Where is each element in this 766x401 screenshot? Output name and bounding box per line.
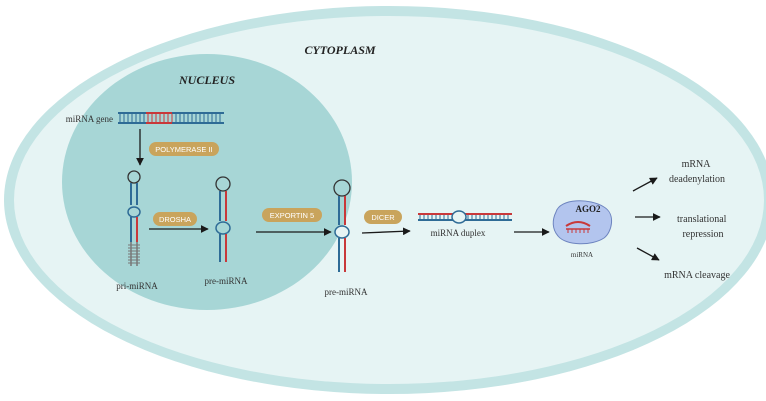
polymerase-ii-pill: POLYMERASE II <box>149 142 219 156</box>
svg-text:DICER: DICER <box>371 213 395 222</box>
svg-text:POLYMERASE II: POLYMERASE II <box>155 145 212 154</box>
drosha-pill: DROSHA <box>153 212 197 226</box>
mirna-gene-dna <box>118 112 224 124</box>
arrow-dicer <box>361 227 411 236</box>
svg-text:DROSHA: DROSHA <box>159 215 191 224</box>
pre-mirna-cytoplasm-label: pre-miRNA <box>325 287 368 297</box>
pre-mirna-cytoplasm-hairpin <box>333 179 351 272</box>
outcome-mrna-cleavage: mRNA cleavage <box>664 270 730 281</box>
outcome-deadenylation: mRNA deadenylation <box>669 159 725 185</box>
exportin-5-pill: EXPORTIN 5 <box>262 208 322 222</box>
mirna-duplex-label: miRNA duplex <box>431 228 486 238</box>
outcome-translational-repression: translational repression <box>677 214 729 240</box>
cytoplasm-label: CYTOPLASM <box>304 43 375 57</box>
mirna-gene-label: miRNA gene <box>66 114 113 124</box>
pre-mirna-nucleus-hairpin <box>215 176 231 262</box>
arrow-cleavage <box>636 247 660 261</box>
ago2-complex <box>552 200 612 245</box>
pri-mirna-hairpin <box>127 170 141 266</box>
dicer-pill: DICER <box>364 210 402 224</box>
nucleus-region <box>62 54 352 310</box>
pre-mirna-nucleus-label: pre-miRNA <box>205 276 248 286</box>
mirna-duplex <box>418 210 512 224</box>
svg-text:EXPORTIN 5: EXPORTIN 5 <box>270 211 314 220</box>
ago2-label: AGO2 <box>575 204 601 214</box>
arrow-deadenylation <box>632 177 658 192</box>
nucleus-label: NUCLEUS <box>178 73 235 87</box>
mirna-label: miRNA <box>571 251 593 259</box>
pri-mirna-label: pri-miRNA <box>116 281 158 291</box>
